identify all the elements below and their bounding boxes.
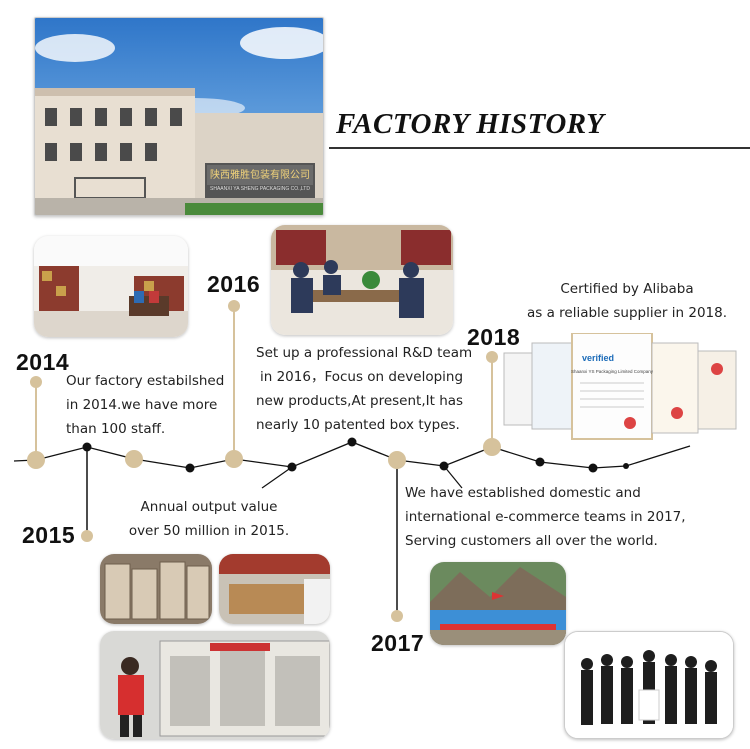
small-dot-7	[588, 463, 598, 473]
text-line: Certified by Alibaba	[560, 281, 694, 297]
milestone-2017-text: We have established domestic and interna…	[405, 481, 686, 553]
text-line: Set up a professional R&D team	[256, 345, 473, 361]
small-dot-3	[287, 462, 297, 472]
cardboard-photo	[219, 554, 330, 624]
small-dot-1	[82, 442, 92, 452]
small-dot-2	[185, 463, 195, 473]
dot-2018-top	[486, 351, 498, 363]
milestone-2016-text: Set up a professional R&D team in 2016，F…	[256, 341, 472, 437]
milestone-2015-text: Annual output value over 50 million in 2…	[120, 495, 298, 543]
dot-2014-top	[30, 376, 42, 388]
showroom-photo	[34, 236, 188, 337]
sign-english: SHAANXI YA SHENG PACKAGING CO.,LTD	[210, 186, 310, 192]
rd-team-photo	[271, 225, 453, 335]
dot-2017	[388, 451, 406, 469]
small-dot-8	[623, 463, 629, 469]
year-2014: 2014	[16, 349, 70, 375]
text-line: in 2014.we have more	[66, 397, 218, 413]
dot-2016-top	[228, 300, 240, 312]
dot-2014	[27, 451, 45, 469]
cert-verified-label: verified	[582, 353, 614, 363]
text-line: Our factory estabilshed	[66, 373, 225, 389]
text-line: than 100 staff.	[66, 421, 166, 437]
staff-group-photo	[564, 631, 734, 739]
small-dot-4	[347, 437, 357, 447]
milestone-2018-text: Certified by Alibaba as a reliable suppl…	[512, 277, 742, 325]
text-line: in 2016，Focus on developing	[260, 369, 464, 385]
small-dot-5	[439, 461, 449, 471]
text-line: nearly 10 patented box types.	[256, 417, 460, 433]
text-line: We have established domestic and	[405, 485, 641, 501]
text-line: new products,At present,It has	[256, 393, 464, 409]
sign-chinese: 陕西雅胜包装有限公司	[210, 168, 310, 181]
dot-2015-bottom	[81, 530, 93, 542]
title-underline	[329, 147, 750, 149]
text-line: as a reliable supplier in 2018.	[526, 305, 728, 321]
warehouse-photo	[100, 554, 212, 624]
dot-2016	[225, 450, 243, 468]
pointer-2015-text	[261, 466, 293, 489]
cert-company: Shaanxi YS Packaging Limited Company	[571, 369, 654, 374]
pointer-2017-text	[443, 465, 463, 489]
certificates-image: verified Shaanxi YS Packaging Limited Co…	[502, 332, 738, 441]
text-line: Annual output value	[140, 499, 278, 515]
text-line: over 50 million in 2015.	[128, 523, 290, 539]
dot-2017-bottom	[391, 610, 403, 622]
year-2017: 2017	[371, 630, 425, 656]
text-line: international e-commerce teams in 2017,	[405, 509, 686, 525]
factory-building-photo: 陕西雅胜包装有限公司 SHAANXI YA SHENG PACKAGING CO…	[34, 17, 324, 216]
dot-mid-1	[125, 450, 143, 468]
text-line: Serving customers all over the world.	[405, 533, 658, 549]
year-2018: 2018	[467, 324, 521, 350]
year-2015: 2015	[22, 522, 76, 548]
printing-machine-photo	[100, 631, 330, 739]
milestone-2014-text: Our factory estabilshed in 2014.we have …	[66, 369, 224, 441]
page-title: FACTORY HISTORY	[336, 108, 605, 140]
dot-2018	[483, 438, 501, 456]
small-dot-6	[535, 457, 545, 467]
ecommerce-team-photo	[430, 562, 566, 645]
year-2016: 2016	[207, 271, 261, 297]
